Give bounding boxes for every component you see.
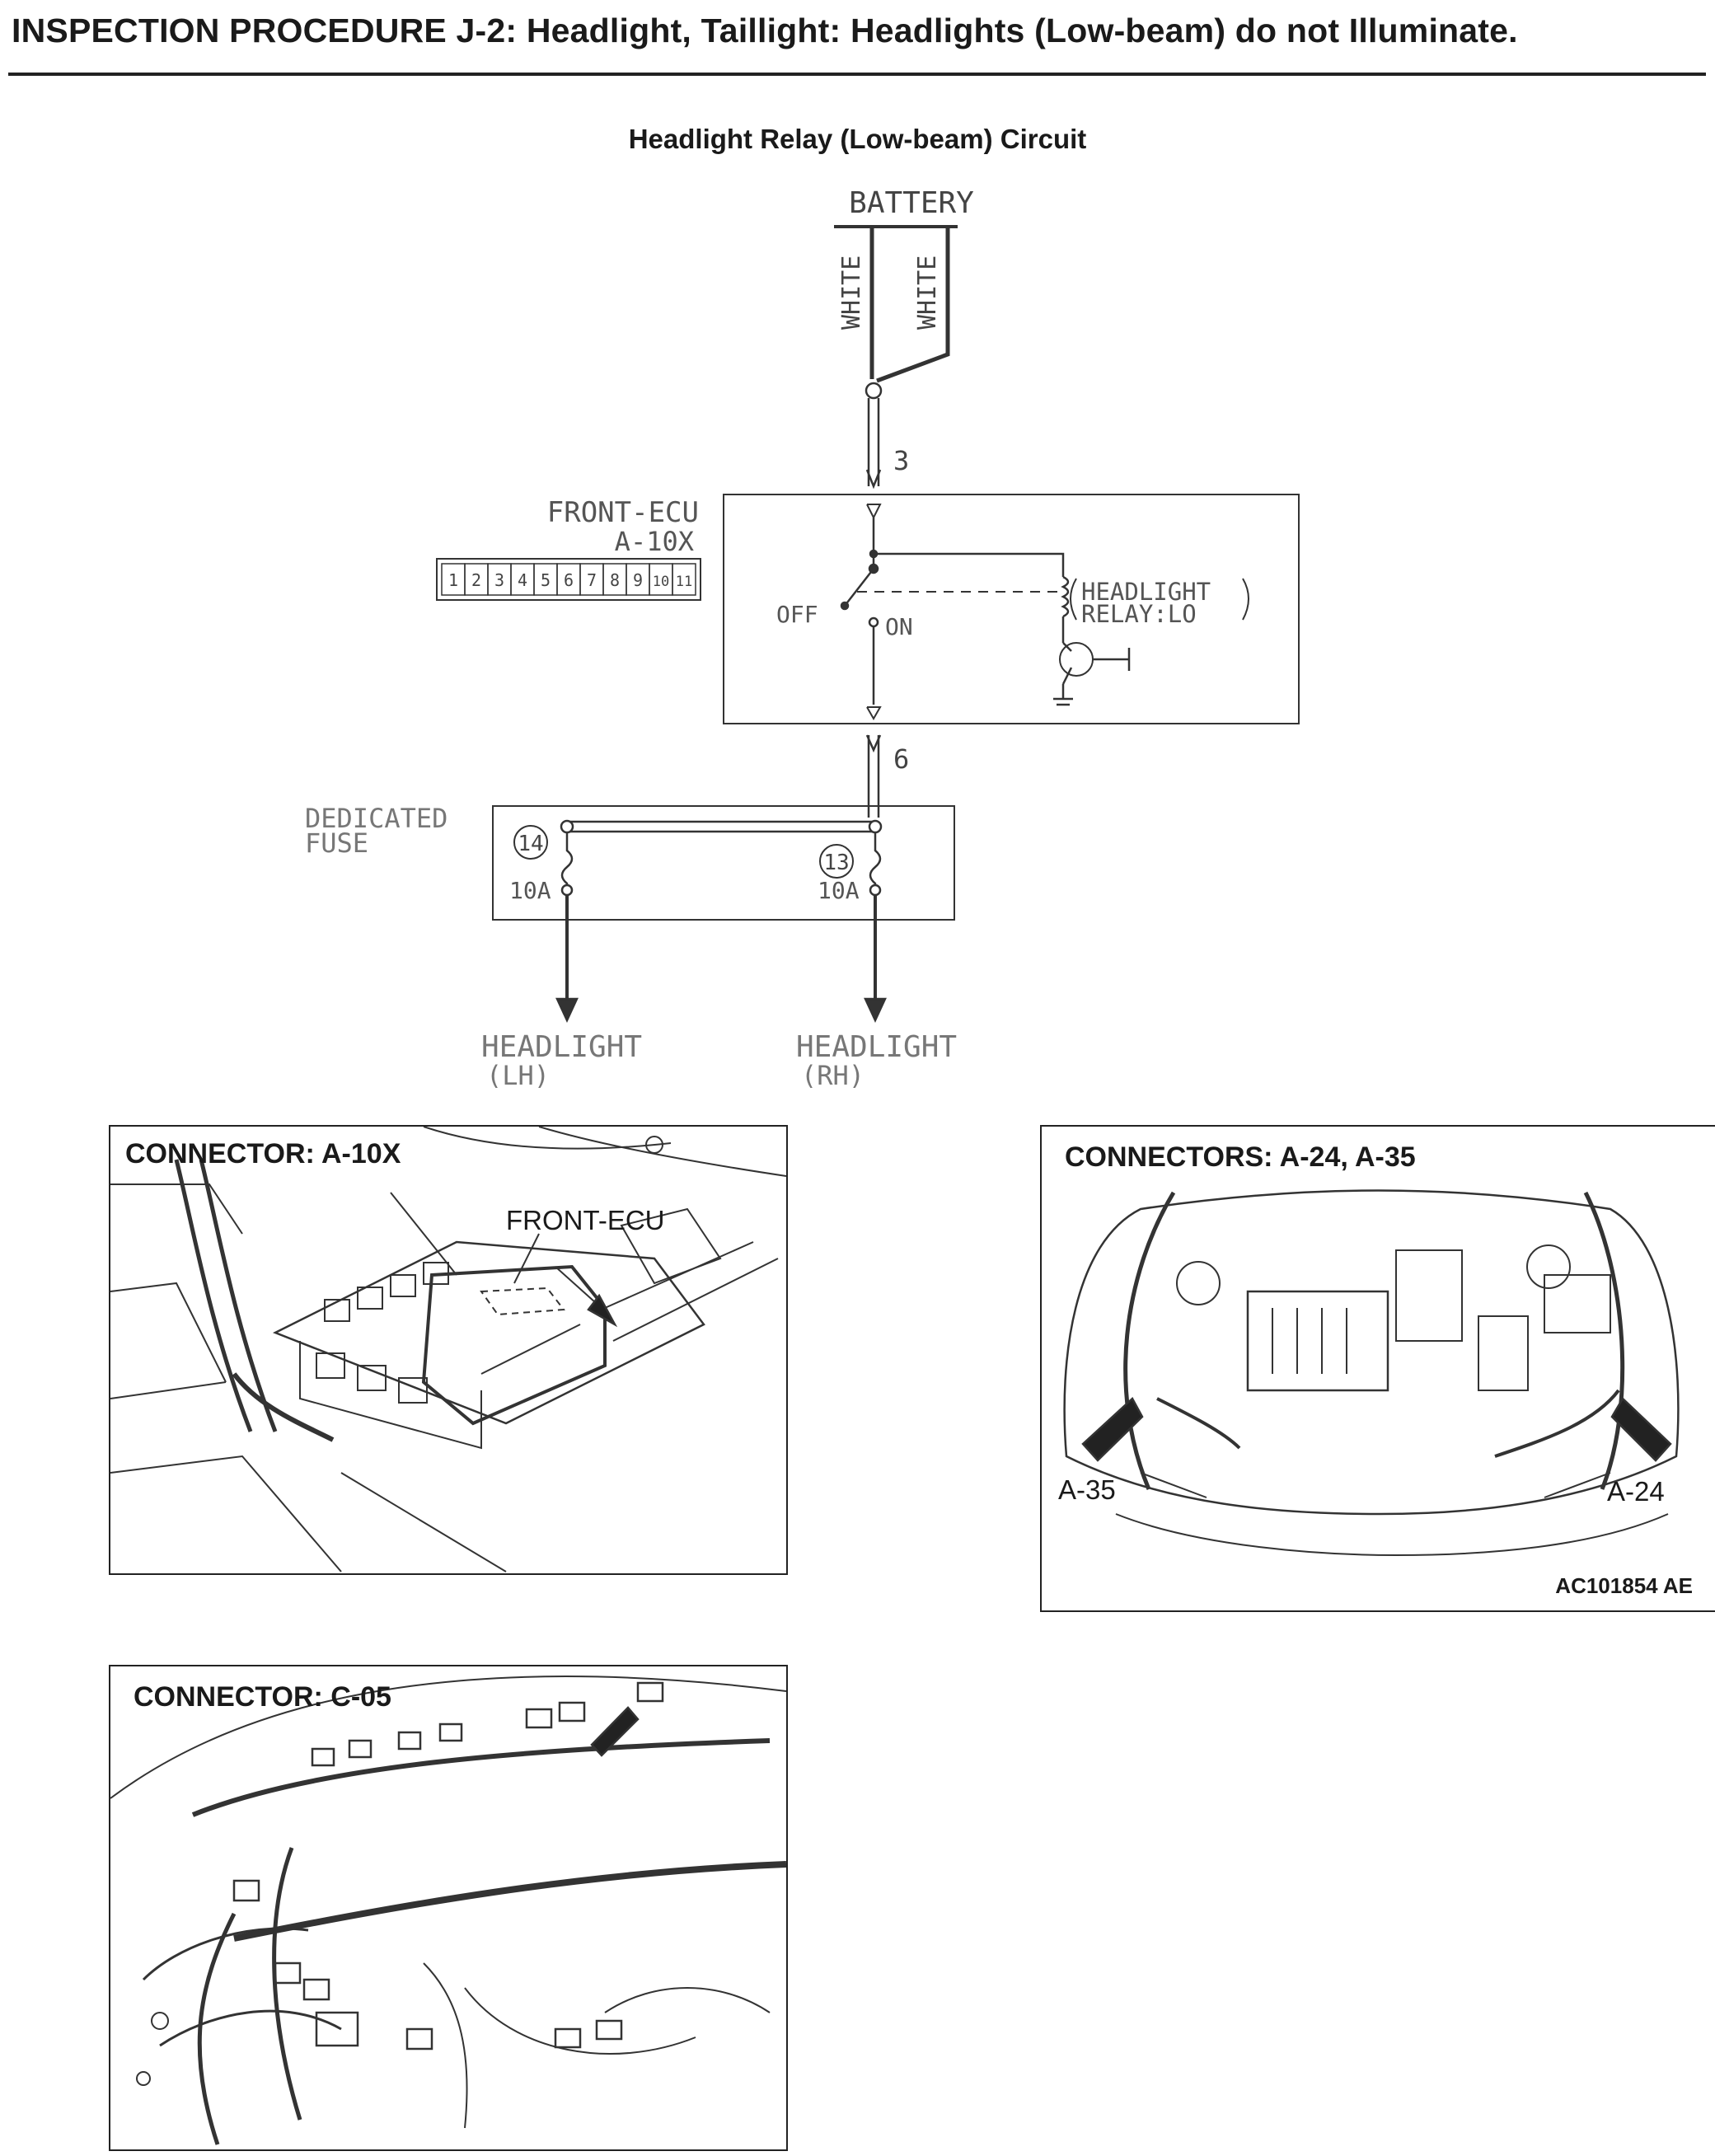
battery-label: BATTERY xyxy=(849,186,974,220)
fuse-left-num-circle xyxy=(513,825,548,860)
switch-off-label: OFF xyxy=(776,601,818,628)
connector-mark-6 xyxy=(865,734,882,753)
connector-pin-number: 4 xyxy=(518,570,527,590)
fuse-left xyxy=(560,832,574,886)
connector-pin-number: 5 xyxy=(541,570,551,590)
panel-a10x: CONNECTOR: A-10X FRONT-ECU xyxy=(109,1125,788,1575)
out-lh-arrow xyxy=(555,997,579,1023)
connector-pin-number: 1 xyxy=(448,570,458,590)
a35-arrow xyxy=(1081,1396,1144,1462)
terminal-top xyxy=(866,504,882,520)
out-rh-label-1: HEADLIGHT xyxy=(796,1030,957,1064)
fuse-right-num-circle xyxy=(819,844,854,879)
c05-instrument-panel-drawing xyxy=(110,1676,786,2145)
ecu-label: FRONT-ECU xyxy=(547,496,699,529)
a35-callout: A-35 xyxy=(1058,1474,1116,1505)
front-ecu-outline xyxy=(421,1264,607,1426)
relay-coil xyxy=(1061,575,1070,618)
fuse-label-1: DEDICATED xyxy=(305,803,447,834)
a24-callout: A-24 xyxy=(1607,1476,1665,1507)
panel-a10x-callout: FRONT-ECU xyxy=(506,1205,665,1235)
a24-arrow xyxy=(1610,1397,1672,1462)
a24-a35-engine-bay-drawing xyxy=(1063,1189,1680,1557)
relay-label-1: HEADLIGHT xyxy=(1081,578,1211,606)
panel-c05-label: CONNECTOR: C-05 xyxy=(134,1681,391,1713)
transistor-collector xyxy=(1062,642,1072,652)
fuse-right xyxy=(869,832,882,886)
fuse-right-terminal xyxy=(869,883,882,897)
coil-feed xyxy=(874,552,1065,577)
terminal-bottom xyxy=(866,706,882,721)
relay-label-bracket-left xyxy=(1070,578,1077,621)
connector-pin-number: 11 xyxy=(676,574,692,590)
callout-arrow xyxy=(587,1293,618,1328)
connector-pin-number: 6 xyxy=(564,570,574,590)
c05-arrow xyxy=(590,1706,640,1757)
panel-a24-a35: CONNECTORS: A-24, A-35 A-35 A-24 AC10185… xyxy=(1040,1125,1715,1612)
transistor-emitter xyxy=(1061,667,1073,685)
wire-left-label: WHITE xyxy=(837,255,866,330)
switch-off-contact xyxy=(840,601,850,611)
relay-label-2: RELAY:LO xyxy=(1081,600,1197,628)
engine-block xyxy=(1246,1290,1389,1392)
switch-on-label: ON xyxy=(885,613,913,640)
switch-blade xyxy=(844,568,874,607)
panel-c05: CONNECTOR: C-05 xyxy=(109,1665,788,2151)
fuse-right-num: 13 xyxy=(823,851,849,875)
ecu-box xyxy=(723,494,1300,724)
battery-box xyxy=(1544,1274,1611,1333)
connector-pin-strip-frame xyxy=(436,558,701,601)
connector-pin-number: 3 xyxy=(494,570,504,590)
fuse-left-num: 14 xyxy=(518,832,543,856)
connector-pin-number: 7 xyxy=(587,570,597,590)
page-title: INSPECTION PROCEDURE J-2: Headlight, Tai… xyxy=(12,12,1518,49)
out-rh-arrow xyxy=(864,997,887,1023)
title-rule xyxy=(8,73,1706,76)
pin-in-label: 3 xyxy=(893,445,909,476)
wire-right-label: WHITE xyxy=(913,255,942,330)
relay-transistor xyxy=(1059,642,1094,677)
fuse-node-left xyxy=(560,819,574,834)
fuse-block-outline xyxy=(272,1240,705,1425)
panel-a24-a35-label: CONNECTORS: A-24, A-35 xyxy=(1065,1141,1416,1173)
circuit-title: Headlight Relay (Low-beam) Circuit xyxy=(628,124,1087,154)
fuse-node-right xyxy=(868,819,883,834)
splice-point xyxy=(865,382,883,400)
out-lh-label-2: (LH) xyxy=(486,1060,550,1091)
connector-pin-number: 2 xyxy=(471,570,481,590)
ecu-connector-label: A-10X xyxy=(615,526,694,557)
connector-mark-3 xyxy=(865,469,882,490)
main-harness-upper xyxy=(191,1738,771,1817)
relay-label-bracket-right xyxy=(1242,578,1249,621)
connector-pin-number: 10 xyxy=(653,574,669,590)
c05-connectors xyxy=(232,1681,664,2051)
fuse-box xyxy=(492,805,955,921)
wire-right xyxy=(876,228,950,383)
fuse-label-2: FUSE xyxy=(305,827,368,859)
figure-code: AC101854 AE xyxy=(1555,1573,1693,1598)
connector-pin-cell xyxy=(672,563,696,596)
connector-pin-number: 8 xyxy=(610,570,620,590)
switch-on-contact xyxy=(868,616,879,628)
fuse-left-rating: 10A xyxy=(509,877,551,904)
a10x-engine-bay-drawing xyxy=(110,1127,786,1572)
connector-pin-number: 9 xyxy=(633,570,643,590)
panel-a10x-label: CONNECTOR: A-10X xyxy=(125,1138,401,1169)
main-harness-lower xyxy=(233,1861,786,1942)
fuse-right-rating: 10A xyxy=(818,877,860,904)
out-rh-label-2: (RH) xyxy=(801,1060,865,1091)
engine-bay-outline xyxy=(1063,1189,1680,1516)
out-lh-label-1: HEADLIGHT xyxy=(481,1030,642,1064)
pin-out-label: 6 xyxy=(893,743,909,775)
fuse-left-terminal xyxy=(560,883,574,897)
